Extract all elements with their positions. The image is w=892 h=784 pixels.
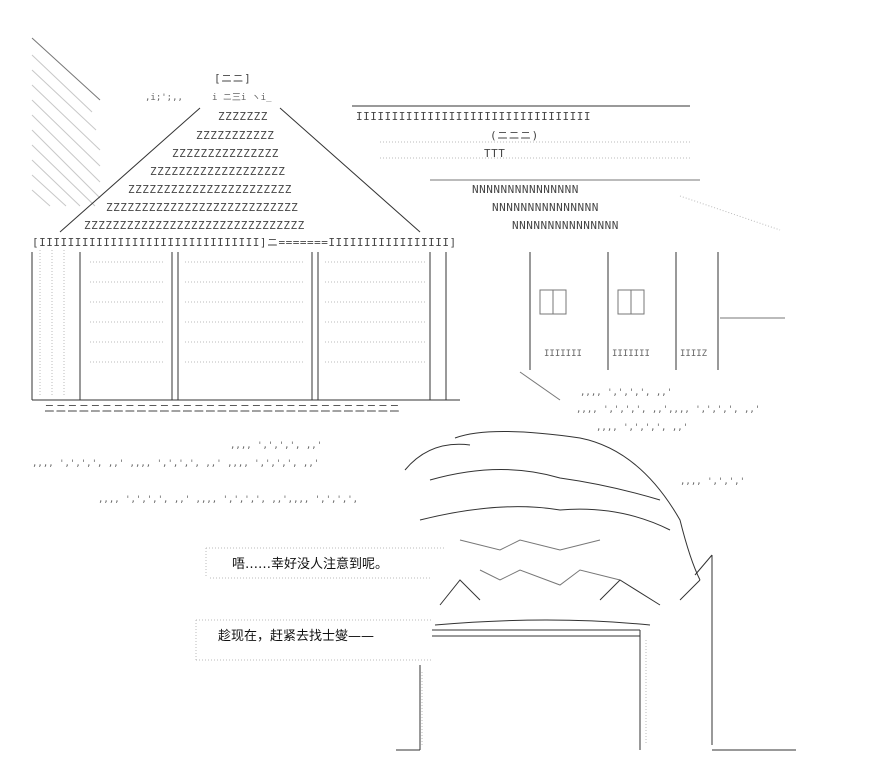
roof-row-6: ZZZZZZZZZZZZZZZZZZZZZZZZZZZ	[106, 201, 298, 214]
svg-text:i ニ三i ヽi_: i ニ三i ヽi_	[212, 93, 272, 103]
foundation: ニニニニニニニニニニニニニニニニニニニニニニニニニニニニニニニ	[44, 402, 401, 415]
svg-text:,,,, ',',',', ,,',,,, ': ,,,, ',',',', ,,',,,, ',',',', ,,'	[576, 405, 760, 415]
roof-row-2: ZZZZZZZZZZZ	[196, 129, 274, 142]
right-building-upper: IIIIIIIIIIIIIIIIIIIIIIIIIIIIIIIII (ニニニ) …	[352, 105, 781, 232]
grass-marks: ,,,, ',',',', ,,' ,,,, ',',',', ,,',,,, …	[32, 388, 760, 505]
roof-row-7: ZZZZZZZZZZZZZZZZZZZZZZZZZZZZZZZ	[84, 219, 305, 232]
n-row-3: NNNNNNNNNNNNNNN	[512, 219, 619, 232]
svg-text:,i;';,,: ,i;';,,	[145, 93, 183, 103]
roof-top-sign: [ニニ] i ニ三i ヽi_ ,i;';,,	[145, 72, 272, 103]
iz-label: IIIIZ	[680, 349, 708, 359]
building-walls: IIIIIII IIIIIII IIIIZ	[31, 252, 785, 401]
top-sign-text: [ニニ]	[214, 72, 251, 85]
svg-text:,,,, ',',',', ,,': ,,,, ',',',', ,,'	[580, 388, 672, 398]
door-caption: TTT	[484, 147, 505, 160]
left-hill-hatching	[31, 37, 101, 395]
eaves-row: [IIIIIIIIIIIIIIIIIIIIIIIIIIIIIII]ニ======…	[32, 236, 457, 249]
n-row-2: NNNNNNNNNNNNNNN	[492, 201, 599, 214]
character-figure	[404, 431, 713, 745]
svg-text:,,,, ',',',', ,,' ,,,,: ,,,, ',',',', ,,' ,,,, ',',',', ,,' ,,,,…	[32, 459, 319, 469]
roof-row-5: ZZZZZZZZZZZZZZZZZZZZZZZ	[128, 183, 292, 196]
svg-text:,,,, ',',',', ,,': ,,,, ',',',', ,,'	[230, 441, 322, 451]
side-i-row-2: IIIIIII	[612, 349, 650, 359]
svg-text:,,,, ',',',', ,,': ,,,, ',',',', ,,'	[596, 423, 688, 433]
roof-row-4: ZZZZZZZZZZZZZZZZZZZ	[150, 165, 285, 178]
dialogue-line-2: 趁现在，赶紧去找士燮——	[218, 629, 375, 644]
base-row: ニニニニニニニニニニニニニニニニニニニニニニニニニニニニニニニ	[44, 402, 401, 415]
main-roof: ZZZZZZZ ZZZZZZZZZZZ ZZZZZZZZZZZZZZZ ZZZZ…	[59, 107, 421, 233]
eaves: [IIIIIIIIIIIIIIIIIIIIIIIIIIIIIII]ニ======…	[32, 236, 457, 249]
roof-row-3: ZZZZZZZZZZZZZZZ	[172, 147, 279, 160]
n-row-1: NNNNNNNNNNNNNNN	[472, 183, 579, 196]
window-sign: (ニニニ)	[490, 129, 539, 142]
upper-i-row: IIIIIIIIIIIIIIIIIIIIIIIIIIIIIIIII	[356, 110, 591, 123]
svg-text:,,,, ',',',': ,,,, ',',','	[680, 477, 745, 487]
roof-row-1: ZZZZZZZ	[218, 110, 268, 123]
speech-bubbles	[195, 547, 445, 661]
doorway-frame	[396, 629, 796, 751]
svg-text:,,,, ',',',', ,,' ,: ,,,, ',',',', ,,' ,,,, ',',',', ,,',,,, …	[98, 495, 358, 505]
dialogue-line-1: 唔……幸好没人注意到呢。	[232, 557, 389, 572]
side-i-row-1: IIIIIII	[544, 349, 582, 359]
